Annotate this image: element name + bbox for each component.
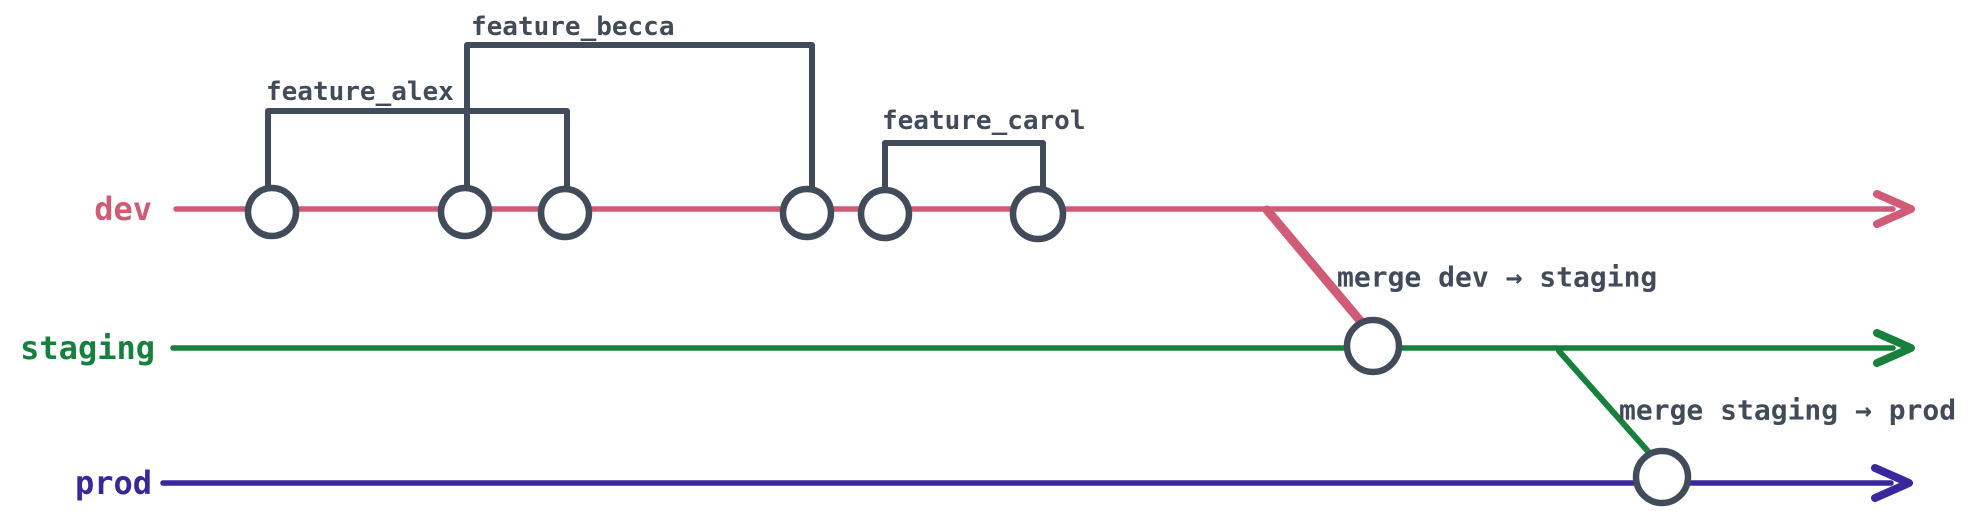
commit-node-dev: [857, 186, 913, 242]
commit-node-prod: [1632, 447, 1692, 507]
commit-node-dev: [537, 185, 593, 241]
merge-edge: [1262, 205, 1378, 341]
branch-label-staging: staging: [20, 329, 155, 367]
commit-node-dev: [1009, 185, 1067, 243]
feature-branch-label: feature_alex: [266, 77, 454, 107]
merge-label: merge staging → prod: [1619, 394, 1956, 427]
feature-bracket: [265, 108, 570, 191]
merge-edge: [1556, 348, 1664, 469]
feature-branch-label: feature_becca: [471, 12, 675, 42]
branch-label-prod: prod: [75, 464, 152, 502]
arrowhead-icon: [1871, 464, 1913, 502]
branch-label-dev: dev: [94, 190, 152, 228]
feature-bracket: [882, 140, 1046, 192]
arrowhead-icon: [1873, 190, 1915, 228]
commit-node-staging: [1343, 316, 1403, 376]
commit-node-dev: [244, 184, 300, 240]
merge-label: merge dev → staging: [1337, 261, 1657, 294]
arrowhead-icon: [1873, 329, 1915, 367]
feature-branch-label: feature_carol: [882, 106, 1086, 136]
commit-node-dev: [437, 184, 493, 240]
commit-node-dev: [779, 185, 835, 241]
feature-bracket: [464, 42, 815, 192]
